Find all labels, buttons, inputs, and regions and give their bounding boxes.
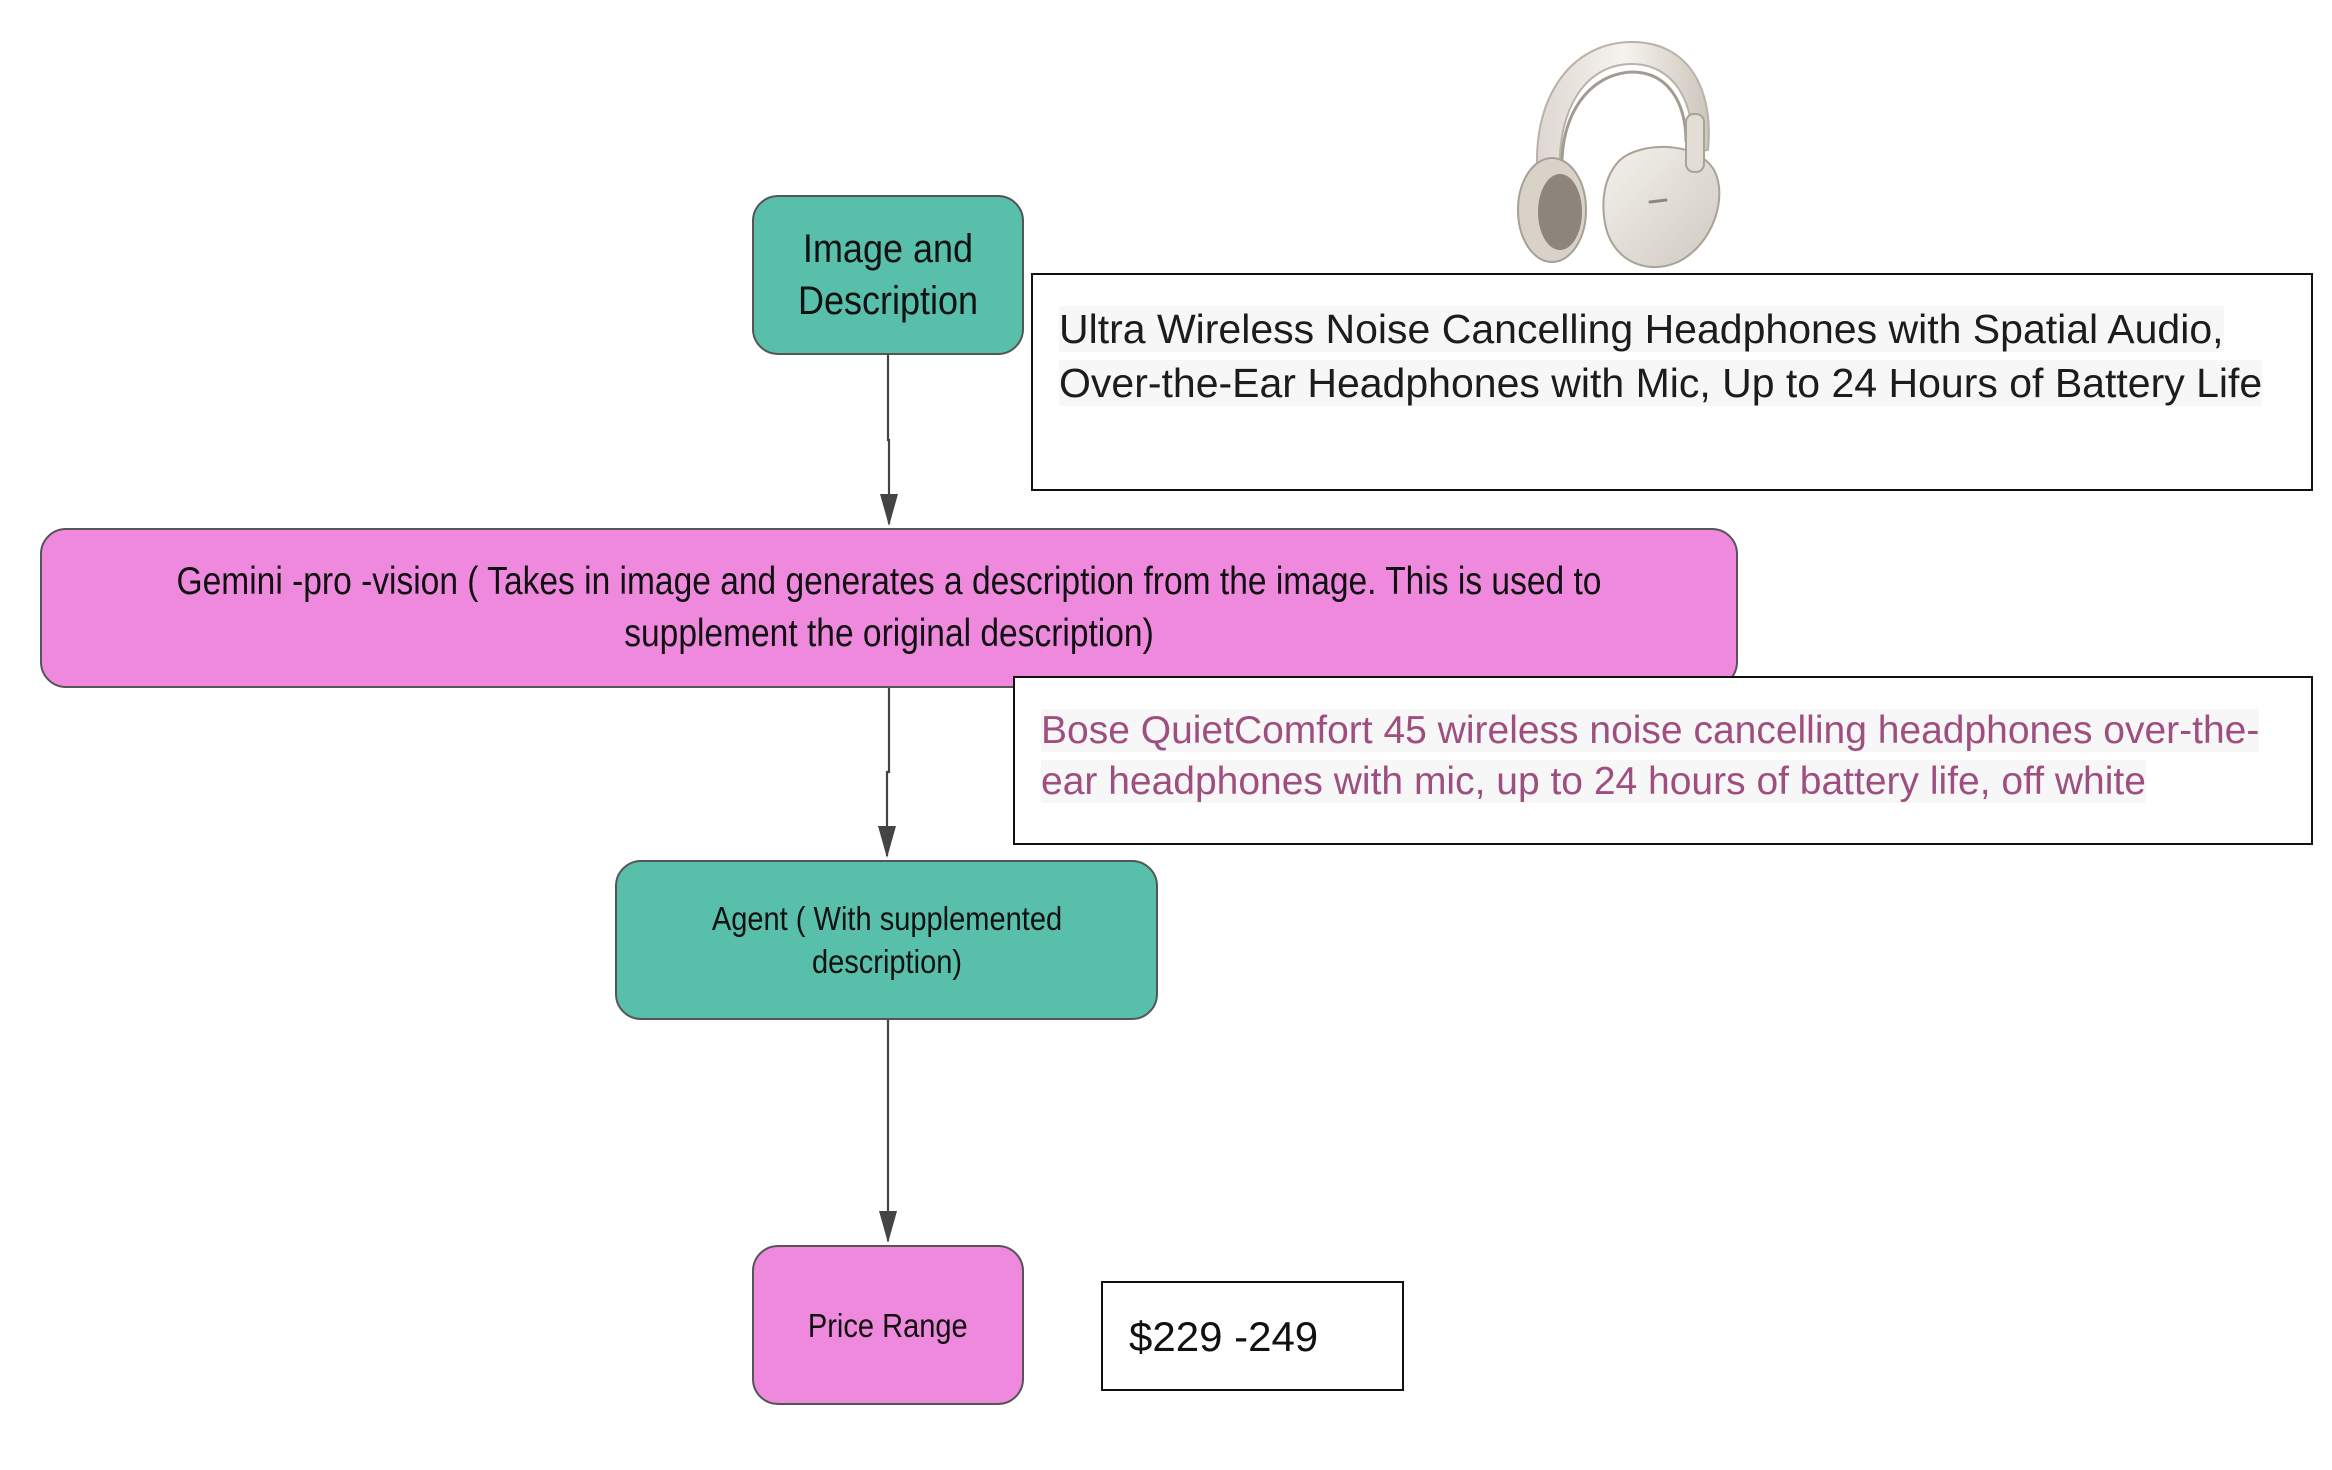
- edge-vision-to-agent: [885, 688, 891, 856]
- original-description-callout: Ultra Wireless Noise Cancelling Headphon…: [1031, 273, 2313, 491]
- node-agent: Agent ( With supplemented description): [615, 860, 1158, 1020]
- node-gemini-pro-vision: Gemini -pro -vision ( Takes in image and…: [40, 528, 1738, 688]
- generated-description-callout: Bose QuietComfort 45 wireless noise canc…: [1013, 676, 2313, 845]
- arrowhead-agent-to-price: [879, 1211, 897, 1243]
- price-range-callout: $229 -249: [1101, 1281, 1404, 1391]
- price-range-value: $229 -249: [1129, 1313, 1319, 1360]
- headphones-image: [1517, 40, 1721, 269]
- edge-input-to-vision: [886, 355, 891, 524]
- node-image-and-description: Image and Description: [752, 195, 1024, 355]
- node-label: Gemini -pro -vision ( Takes in image and…: [176, 560, 1602, 655]
- node-label: Image and Description: [797, 227, 979, 323]
- arrowhead-input-to-vision: [880, 494, 898, 526]
- node-label: Agent ( With supplemented description): [711, 900, 1062, 980]
- arrowhead-vision-to-agent: [878, 826, 896, 858]
- node-price-range: Price Range: [752, 1245, 1024, 1405]
- original-description-text: Ultra Wireless Noise Cancelling Headphon…: [1059, 306, 2263, 406]
- node-label: Price Range: [808, 1306, 968, 1344]
- generated-description-text: Bose QuietComfort 45 wireless noise canc…: [1041, 709, 2260, 803]
